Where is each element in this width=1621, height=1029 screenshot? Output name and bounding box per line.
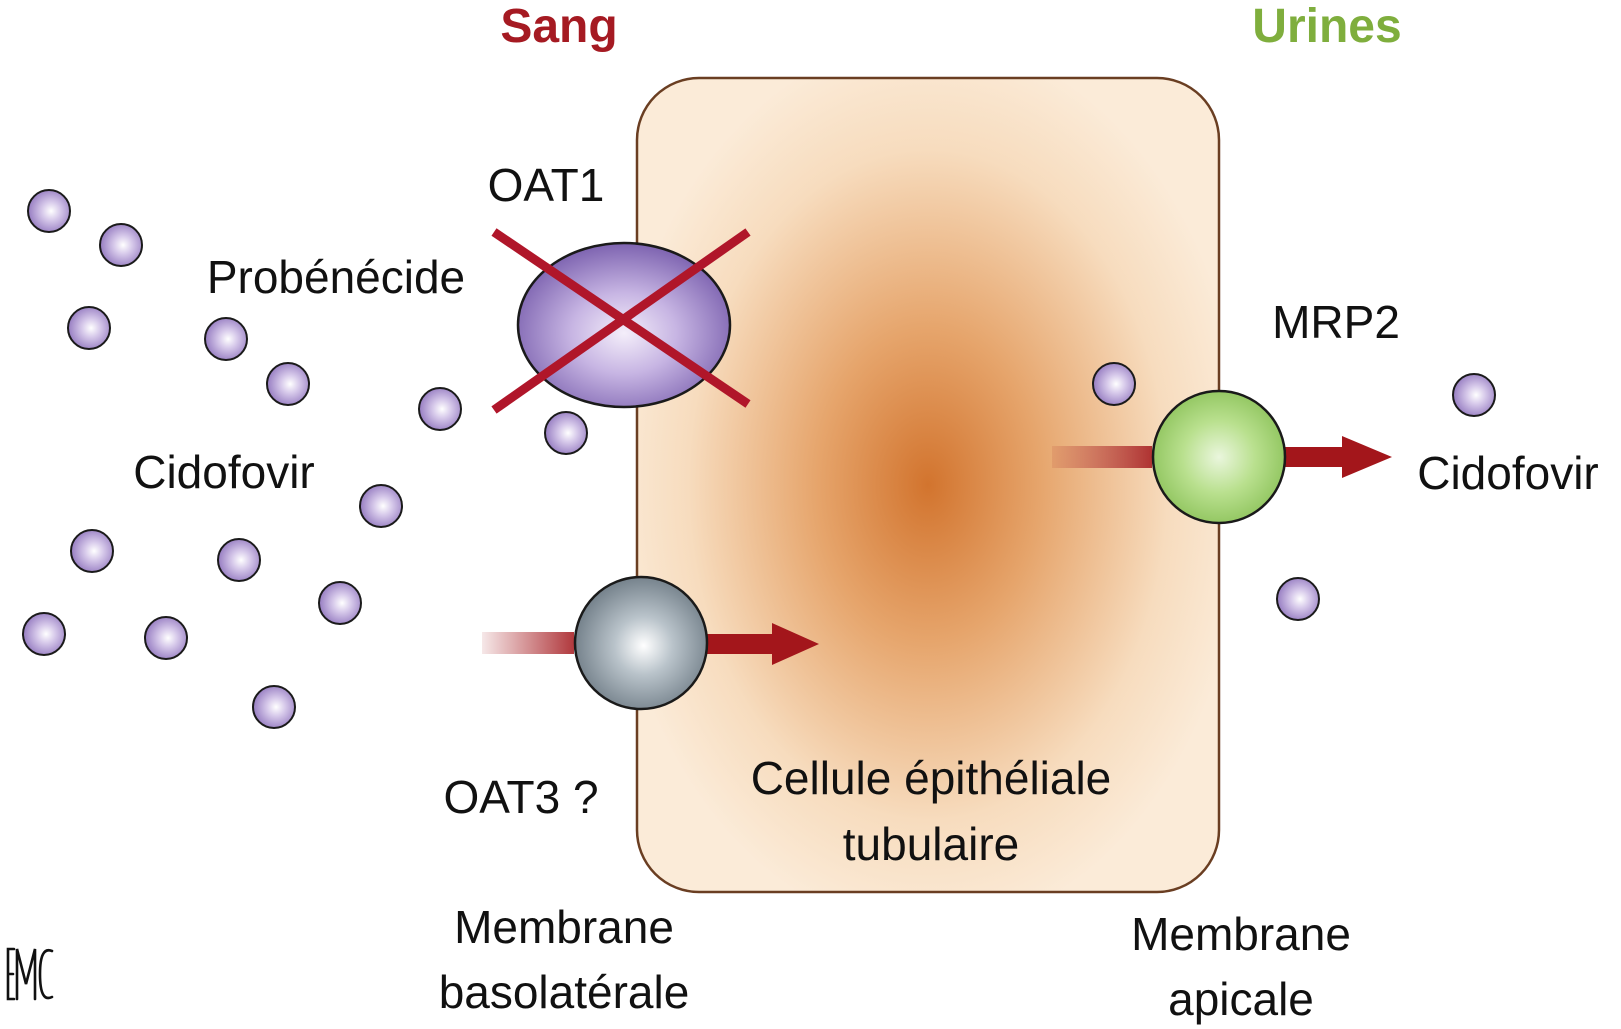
molecule-dot-icon: [144, 616, 188, 660]
cidofovir-blood-label: Cidofovir: [133, 446, 315, 498]
arrow-right-icon: [1282, 447, 1350, 467]
arrow-right-icon: [700, 634, 780, 654]
cross-icon: [491, 228, 751, 414]
urine-cidofovir-molecules: [1092, 362, 1496, 621]
basolateral-membrane-label-line2: basolatérale: [439, 966, 690, 1018]
molecule-dot-icon: [70, 529, 114, 573]
apical-membrane-label-line1: Membrane: [1131, 908, 1351, 960]
basolateral-membrane-label-line1: Membrane: [454, 901, 674, 953]
molecule-dot-icon: [359, 484, 403, 528]
blood-label: Sang: [500, 0, 617, 53]
molecule-dot-icon: [99, 223, 143, 267]
mrp2-label: MRP2: [1272, 296, 1400, 348]
mrp2-arrow-head: [1342, 436, 1392, 478]
oat3-transporter: [573, 575, 709, 711]
apical-membrane-label-line2: apicale: [1168, 973, 1314, 1025]
molecule-dot-icon: [1092, 362, 1136, 406]
cell-label-line2: tubulaire: [843, 818, 1019, 870]
probenecide-label: Probénécide: [207, 251, 465, 303]
molecule-dot-icon: [22, 612, 66, 656]
oat3-arrow-tail: [482, 632, 574, 654]
urine-label: Urines: [1252, 0, 1401, 53]
cidofovir-urine-label: Cidofovir: [1417, 447, 1599, 499]
molecule-dot-icon: [318, 581, 362, 625]
molecule-dot-icon: [204, 317, 248, 361]
oat1-label: OAT1: [488, 159, 605, 211]
molecule-dot-icon: [1452, 373, 1496, 417]
blood-cidofovir-molecules: [22, 189, 588, 729]
molecule-dot-icon: [544, 411, 588, 455]
molecule-dot-icon: [252, 685, 296, 729]
oat3-arrow-head: [772, 623, 819, 665]
molecule-dot-icon: [217, 538, 261, 582]
oat3-label: OAT3 ?: [443, 771, 598, 823]
molecule-dot-icon: [418, 387, 462, 431]
molecule-dot-icon: [266, 362, 310, 406]
molecule-dot-icon: [67, 306, 111, 350]
mrp2-transporter: [1151, 389, 1287, 525]
molecule-dot-icon: [1276, 577, 1320, 621]
cell-label-line1: Cellule épithéliale: [751, 752, 1112, 804]
molecule-dot-icon: [27, 189, 71, 233]
mrp2-arrow-tail: [1052, 446, 1152, 468]
emc-logo: [6, 947, 54, 1001]
